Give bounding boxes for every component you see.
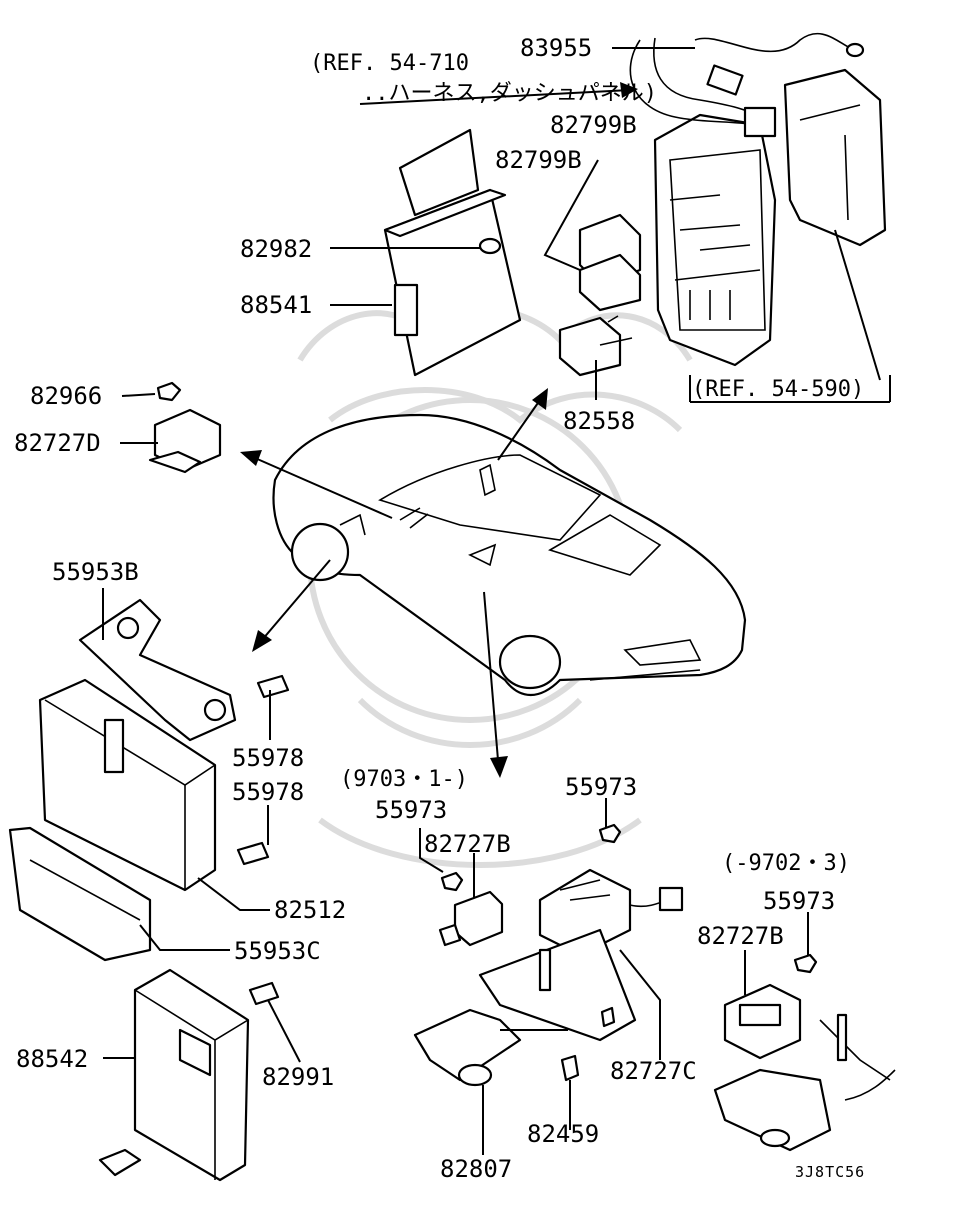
- bolts-55978: [236, 674, 290, 866]
- sensor-82727d: [148, 381, 222, 474]
- relay-82558: [558, 315, 633, 377]
- label-82727d: 82727D: [14, 429, 101, 457]
- car-body-illustration: [272, 413, 747, 696]
- label-82799b-lower: 82799B: [495, 146, 582, 174]
- ref-harness-dashpanel: (REF. 54-710: [310, 51, 469, 76]
- junction-block: [653, 68, 887, 367]
- screw-82459: [560, 1054, 580, 1082]
- label-55953c: 55953C: [234, 937, 321, 965]
- label-82558: 82558: [563, 407, 635, 435]
- label-83955: 83955: [520, 34, 592, 62]
- label-55973-far-right: 55973: [763, 887, 835, 915]
- relays-82799b: [578, 213, 642, 312]
- module-88541: [383, 128, 522, 377]
- bracket-55953c: [8, 826, 152, 962]
- ecu-82512: [38, 678, 217, 892]
- label-55953b: 55953B: [52, 558, 139, 586]
- pointer-arrows: [240, 82, 638, 778]
- label-88542: 88542: [16, 1045, 88, 1073]
- bracket-55953b: [78, 598, 237, 742]
- label-82727b-right: 82727B: [697, 922, 784, 950]
- sensor-82727b-center: [438, 871, 504, 947]
- diagram-code: 3J8TC56: [795, 1163, 865, 1181]
- label-82512: 82512: [274, 896, 346, 924]
- label-82807: 82807: [440, 1155, 512, 1183]
- label-82727b-center: 82727B: [424, 830, 511, 858]
- label-82991: 82991: [262, 1063, 334, 1091]
- leader-lines: [102, 47, 891, 1155]
- sensor-82727c: [538, 823, 684, 957]
- wiring-harness: [629, 32, 865, 138]
- label-82982: 82982: [240, 235, 312, 263]
- label-82459: 82459: [527, 1120, 599, 1148]
- label-55978-upper: 55978: [232, 744, 304, 772]
- module-88542: [98, 968, 250, 1182]
- label-55973-center: 55973: [375, 796, 447, 824]
- bolt-82991: [248, 981, 280, 1006]
- part-labels: (REF. 54-710 ..ハーネス,ダッシュパネル) 83955 82799…: [14, 34, 865, 1183]
- bracket-82807: [413, 928, 637, 1087]
- label-82727c: 82727C: [610, 1057, 697, 1085]
- ref-date-to: (-9702・3): [722, 851, 850, 876]
- label-82966: 82966: [30, 382, 102, 410]
- ref-junction-block: (REF. 54-590): [692, 377, 864, 402]
- ref-harness-dashpanel-sub: ..ハーネス,ダッシュパネル): [362, 81, 657, 106]
- ref-date-from: (9703・1-): [340, 767, 468, 792]
- label-82799b-upper: 82799B: [550, 111, 637, 139]
- sensor-82727b-right: [713, 953, 896, 1152]
- label-55973-right-upper: 55973: [565, 773, 637, 801]
- label-88541: 88541: [240, 291, 312, 319]
- label-55978-lower: 55978: [232, 778, 304, 806]
